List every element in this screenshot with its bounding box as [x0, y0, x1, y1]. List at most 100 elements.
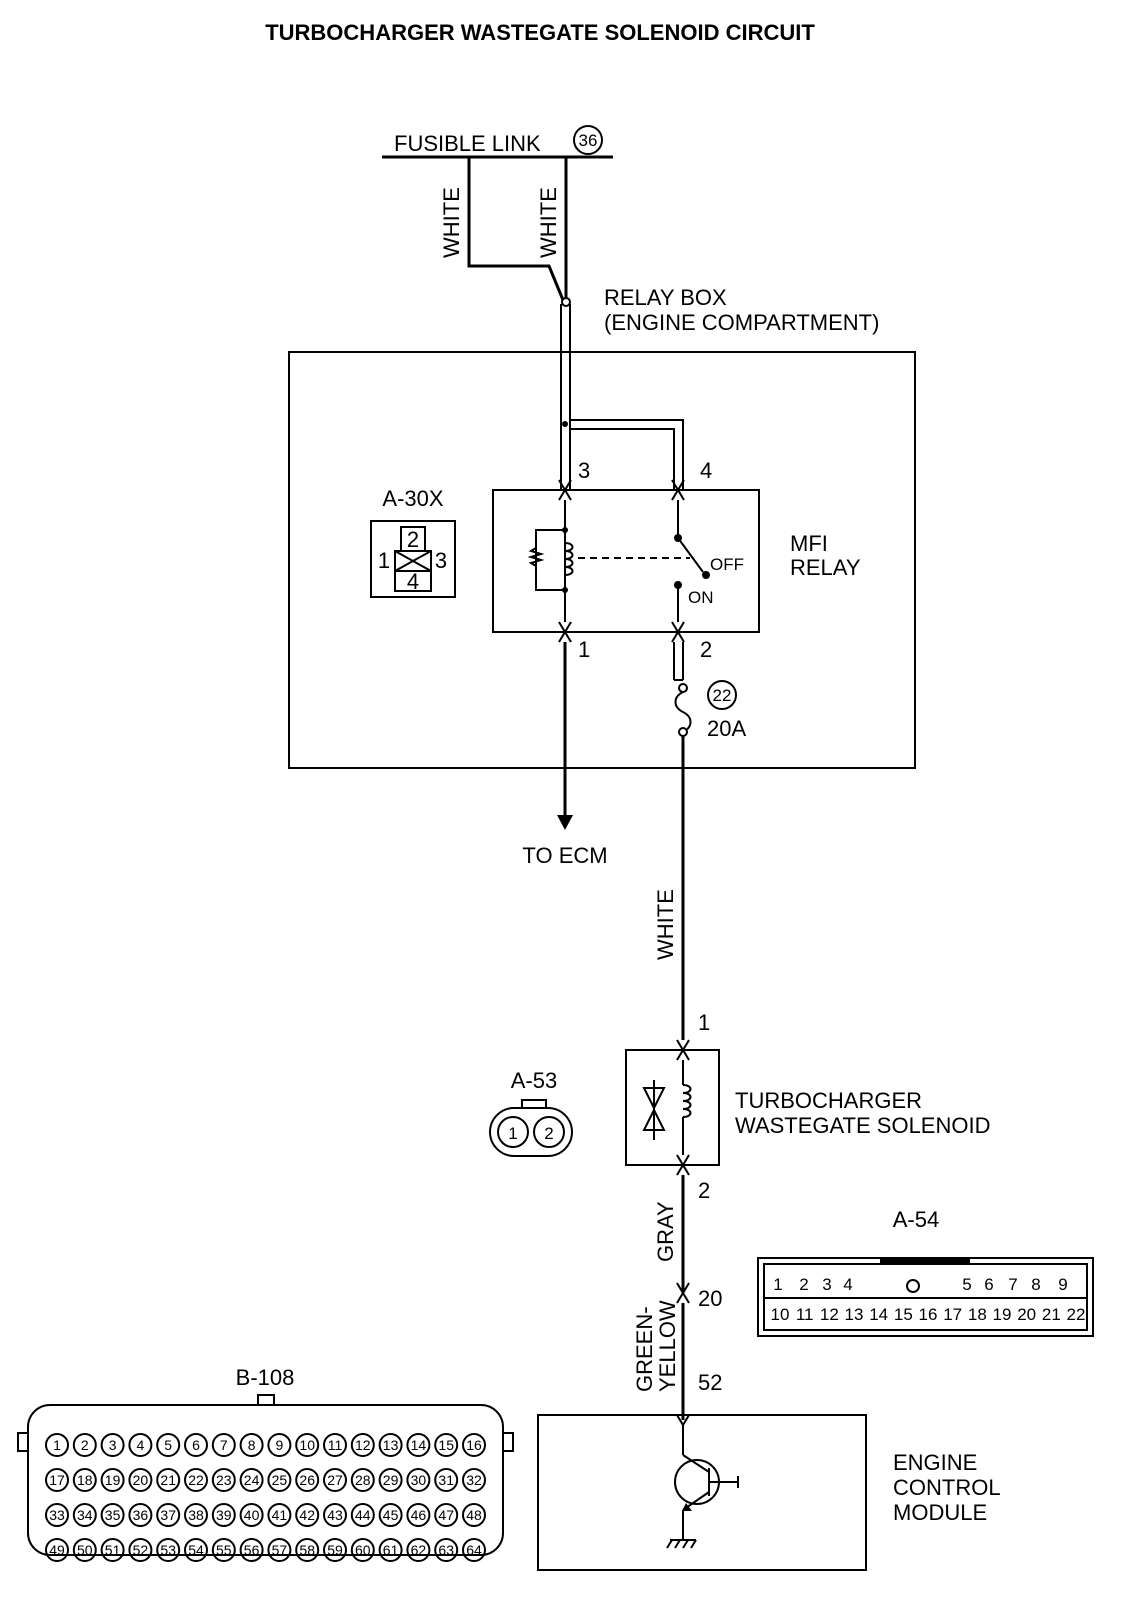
- b108-pin-circle: [406, 1538, 431, 1562]
- b108-pin-circle: [350, 1433, 375, 1457]
- connector-20-arrow-bottom: [676, 1291, 690, 1304]
- wire-to-pin4-b: [570, 428, 675, 490]
- b108-pin-circle: [72, 1538, 97, 1562]
- fuse-terminal-top: [678, 683, 688, 693]
- valve-icon-top: [642, 1087, 666, 1111]
- b108-pin-circle: [128, 1503, 153, 1527]
- relay-box-label-2: (ENGINE COMPARTMENT): [604, 310, 879, 335]
- b108-pin-circle: [267, 1538, 292, 1562]
- b108-pin-circle: [184, 1503, 208, 1527]
- to-ecm-label: TO ECM: [522, 843, 607, 868]
- a53-pin2-circle: [533, 1116, 565, 1148]
- ecm-box: [537, 1414, 867, 1571]
- b108-pin-circle: [184, 1538, 208, 1562]
- ecm-label-1: ENGINE: [893, 1450, 977, 1475]
- b108-pin-45: 45: [383, 1507, 399, 1523]
- a54-pin-17: 17: [943, 1305, 962, 1324]
- a30x-pin4-box: [394, 570, 432, 592]
- b108-pin-59: 59: [327, 1542, 343, 1558]
- b108-pin-circle: [378, 1433, 403, 1457]
- switch-off-label: OFF: [710, 555, 744, 574]
- ground-hatch: [666, 1539, 697, 1549]
- coil-dot-bottom: [562, 587, 568, 593]
- wire-label-white-left: WHITE: [439, 187, 464, 258]
- b108-pin-39: 39: [216, 1507, 232, 1523]
- solenoid-box: [625, 1049, 720, 1166]
- ecm-pin-arrow: [675, 1414, 691, 1427]
- wire-label-gray: GRAY: [653, 1201, 678, 1262]
- b108-pin-12: 12: [355, 1437, 371, 1453]
- fuse-number: 22: [713, 686, 732, 705]
- b108-pin-circle: [100, 1468, 125, 1492]
- b108-pin-21: 21: [160, 1472, 176, 1488]
- b108-pin-circle: [267, 1503, 292, 1527]
- b108-pin-circle: [434, 1503, 459, 1527]
- b108-pin-40: 40: [244, 1507, 260, 1523]
- b108-pin-circle: [211, 1503, 236, 1527]
- fusible-link-label: FUSIBLE LINK: [394, 131, 541, 156]
- b108-pin-circle: [239, 1433, 264, 1457]
- b108-pin-35: 35: [105, 1507, 121, 1523]
- b108-pin-38: 38: [188, 1507, 204, 1523]
- b108-pin-circle: [378, 1538, 403, 1562]
- b108-pin-31: 31: [438, 1472, 454, 1488]
- b108-pin-circle: [295, 1468, 320, 1492]
- b108-pin-circle: [45, 1433, 69, 1457]
- a53-pin-1: 1: [508, 1124, 517, 1143]
- connector-a54-name: A-54: [893, 1207, 939, 1232]
- solenoid-coil-icon: [682, 1084, 692, 1118]
- b108-pin-circle: [211, 1433, 236, 1457]
- mfi-relay-label-2: RELAY: [790, 555, 861, 580]
- solenoid-pin-2: 2: [698, 1178, 710, 1203]
- b108-pin-circle: [434, 1468, 459, 1492]
- relay-box: [288, 351, 916, 769]
- ecm-label-2: CONTROL: [893, 1475, 1001, 1500]
- a54-pin-22: 22: [1067, 1305, 1086, 1324]
- a30x-pin-4: 4: [407, 569, 419, 594]
- b108-pin-55: 55: [216, 1542, 232, 1558]
- b108-pin-circle: [156, 1503, 181, 1527]
- b108-pin-58: 58: [299, 1542, 315, 1558]
- b108-pin-circle: [462, 1538, 486, 1562]
- wire-white-left: [467, 157, 565, 301]
- pin1-arrow-bottom: [558, 630, 572, 643]
- a54-pin-3: 3: [822, 1275, 831, 1294]
- a54-pin-11: 11: [796, 1305, 814, 1324]
- b108-pin-57: 57: [272, 1542, 288, 1558]
- switch-on-label: ON: [688, 588, 714, 607]
- b108-pin-43: 43: [327, 1507, 343, 1523]
- b108-pin-42: 42: [299, 1507, 315, 1523]
- transistor-collector: [682, 1454, 710, 1473]
- b108-pin-circle: [45, 1503, 69, 1527]
- b108-pin-5: 5: [164, 1437, 172, 1453]
- b108-pin-circle: [184, 1468, 208, 1492]
- b108-pin-circle: [45, 1538, 69, 1562]
- transistor-emitter-arrow-icon: [682, 1503, 692, 1511]
- junction-dot: [562, 421, 568, 427]
- b108-pin-23: 23: [216, 1472, 232, 1488]
- b108-pin-circle: [156, 1538, 181, 1562]
- connector-b108-name: B-108: [236, 1365, 295, 1390]
- b108-pin-circle: [128, 1538, 153, 1562]
- b108-pin-circle: [128, 1468, 153, 1492]
- b108-pin-circle: [350, 1538, 375, 1562]
- b108-pin-30: 30: [411, 1472, 427, 1488]
- b108-right-tab: [502, 1432, 514, 1452]
- b108-pin-28: 28: [355, 1472, 371, 1488]
- b108-pin-circle: [45, 1468, 69, 1492]
- relay-pin-2: 2: [700, 637, 712, 662]
- b108-pin-19: 19: [105, 1472, 121, 1488]
- b108-left-tab: [17, 1432, 29, 1452]
- b108-pin-36: 36: [133, 1507, 149, 1523]
- b108-pin-circle: [323, 1503, 347, 1527]
- a54-pin-20: 20: [1017, 1305, 1036, 1324]
- a54-pin-7: 7: [1008, 1275, 1017, 1294]
- b108-pin-circle: [211, 1468, 236, 1492]
- a54-pin-19: 19: [993, 1305, 1012, 1324]
- b108-pin-circle: [350, 1503, 375, 1527]
- fusible-link-number: 36: [579, 131, 598, 150]
- relay-coil-icon: [564, 542, 574, 576]
- a54-key: [880, 1258, 970, 1264]
- diagram-title: TURBOCHARGER WASTEGATE SOLENOID CIRCUIT: [265, 20, 815, 45]
